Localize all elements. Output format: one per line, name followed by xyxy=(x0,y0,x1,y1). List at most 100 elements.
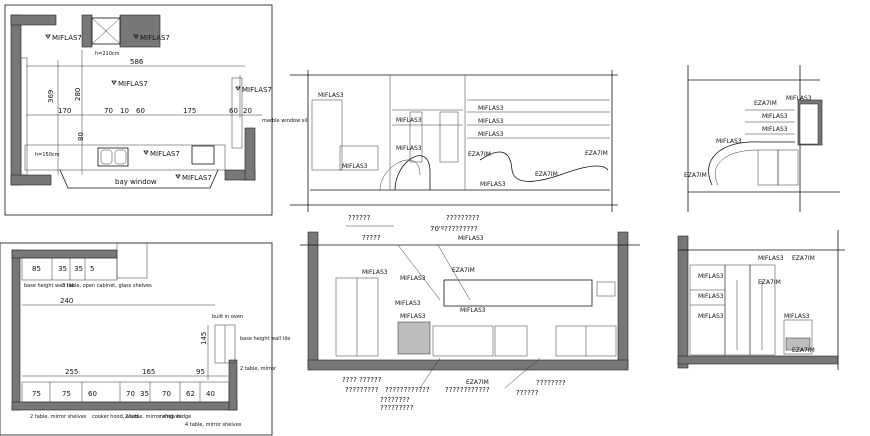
miflas-label: MIFLAS3 xyxy=(400,275,426,282)
cabinet-width: 35 xyxy=(58,265,67,273)
note: refrig. fridge xyxy=(160,414,191,420)
cabinet-width: 70 xyxy=(162,390,171,398)
note: cooker hood, alum. xyxy=(92,414,140,420)
dim-369: 369 xyxy=(47,90,55,103)
center-label: MIFLAS3 xyxy=(458,235,484,242)
curved-counter xyxy=(394,155,431,191)
miflas-label: MIFLAS3 xyxy=(400,313,426,320)
plan-top: bay window 586 369 280 170 70 10 60 175 … xyxy=(4,4,309,216)
elevation-a: MIFLAS3 MIFLAS3 MIFLAS3 MIFLAS3 MIFLAS3 … xyxy=(290,70,618,212)
miflas-label: MIFLAS7 xyxy=(242,86,272,94)
dim-255: 255 xyxy=(65,368,78,376)
level-markers xyxy=(45,34,241,179)
cooker-front xyxy=(339,145,379,171)
annotation: ???????????? xyxy=(385,386,430,394)
note: 4 table, mirror shelves xyxy=(185,422,242,428)
note: 3 table, open cabinet, glass shelves xyxy=(62,283,152,289)
miflas-label: MIFLAS3 xyxy=(478,131,504,138)
annotation: ????????? xyxy=(380,404,414,412)
annotation: 70'º????????? xyxy=(430,225,478,233)
mirrored-label: EZA7IM xyxy=(535,171,558,178)
curved-counter xyxy=(708,141,795,186)
cabinet-width: 40 xyxy=(206,390,215,398)
bay-window xyxy=(59,169,219,189)
miflas-label: MIFLAS3 xyxy=(480,181,506,188)
plan-bottom: 85 35 35 5 75 75 60 70 35 70 62 40 xyxy=(0,242,290,436)
curved-shelf xyxy=(479,151,609,182)
note: base height wall tile xyxy=(240,336,290,342)
dim-586: 586 xyxy=(130,58,144,66)
range-hood xyxy=(443,279,593,307)
dim-240: 240 xyxy=(60,297,73,305)
miflas-label: MIFLAS3 xyxy=(395,300,421,307)
elevation-b: MIFLAS3 MIFLAS3 MIFLAS3 MIFLAS3 EZA7IM E… xyxy=(684,65,840,212)
cabinet-width: 85 xyxy=(32,265,41,273)
dim-280: 280 xyxy=(74,88,82,101)
miflas-label: MIFLAS3 xyxy=(784,313,810,320)
dim-20: 20 xyxy=(243,107,252,115)
note: 2 table, mirror shelves xyxy=(30,414,87,420)
dim-80: 80 xyxy=(77,132,85,141)
miflas-label: MIFLAS3 xyxy=(716,138,742,145)
cabinet-width: 75 xyxy=(62,390,71,398)
right-counter xyxy=(231,77,243,149)
door-opening xyxy=(116,242,148,279)
miflas-label: MIFLAS3 xyxy=(478,118,504,125)
mirrored-label: EZA7IM xyxy=(758,279,781,286)
miflas-label: MIFLAS3 xyxy=(396,145,422,152)
annotation: ?????? xyxy=(516,389,539,397)
miflas-label: MIFLAS3 xyxy=(758,255,784,262)
cabinet-width: 35 xyxy=(74,265,83,273)
cabinet-width: 35 xyxy=(140,390,149,398)
plan-top-frame xyxy=(4,4,273,216)
sink xyxy=(97,147,129,167)
miflas-label: MIFLAS3 xyxy=(786,95,812,102)
miflas-label: MIFLAS7 xyxy=(150,150,180,158)
miflas-label: MIFLAS3 xyxy=(342,163,368,170)
bottom-wall-left xyxy=(10,174,52,186)
window-sill-note: marble window sill xyxy=(262,118,309,124)
cabinet-width: 5 xyxy=(90,265,94,273)
bay-window-label: bay window xyxy=(115,178,157,186)
miflas-label: MIFLAS3 xyxy=(762,113,788,120)
dim-165: 165 xyxy=(142,368,155,376)
mirrored-label: EZA7IM xyxy=(468,151,491,158)
mirrored-label: EZA7IM xyxy=(452,267,475,274)
miflas-label: MIFLAS3 xyxy=(362,269,388,276)
cabinet-width: 75 xyxy=(32,390,41,398)
mirrored-label: EZA7IM xyxy=(585,150,608,157)
annotation: ????????? xyxy=(345,386,379,394)
annotation: ?????? xyxy=(348,214,371,222)
door-box xyxy=(91,17,121,45)
dim-10: 10 xyxy=(120,107,129,115)
base-unit xyxy=(783,319,813,355)
dim-70: 70 xyxy=(104,107,113,115)
miflas-label: MIFLAS3 xyxy=(698,313,724,320)
wall-pier-a xyxy=(81,14,93,48)
note: base height wall tile xyxy=(24,283,74,289)
elevation-d: MIFLAS3 MIFLAS3 MIFLAS3 MIFLAS3 MIFLAS3 … xyxy=(677,230,845,370)
h150-label: h=150cm xyxy=(35,152,60,158)
dim-170: 170 xyxy=(58,107,71,115)
annotation: ???????? xyxy=(536,379,566,387)
elevation-c: MIFLAS3 MIFLAS3 MIFLAS3 MIFLAS3 MIFLAS3 … xyxy=(300,214,640,412)
mirrored-label: EZA7IM xyxy=(466,379,489,386)
miflas-label: MIFLAS3 xyxy=(396,117,422,124)
wall-pier-b xyxy=(119,14,161,48)
cabinet-width: 62 xyxy=(186,390,195,398)
mirrored-label: EZA7IM xyxy=(754,100,777,107)
dim-95: 95 xyxy=(196,368,205,376)
mirrored-label: EZA7IM xyxy=(792,255,815,262)
miflas-label: MIFLAS7 xyxy=(118,80,148,88)
right-wall-lower xyxy=(244,127,256,181)
miflas-label: MIFLAS7 xyxy=(182,174,212,182)
note: built in oven xyxy=(212,314,243,320)
annotation: ???????? xyxy=(380,396,410,404)
dim-145: 145 xyxy=(200,332,208,345)
dim-60a: 60 xyxy=(136,107,145,115)
oven xyxy=(397,321,431,355)
miflas-label: MIFLAS3 xyxy=(478,105,504,112)
top-wall-left xyxy=(10,14,57,26)
left-wall xyxy=(10,14,22,186)
left-counter xyxy=(20,57,28,176)
